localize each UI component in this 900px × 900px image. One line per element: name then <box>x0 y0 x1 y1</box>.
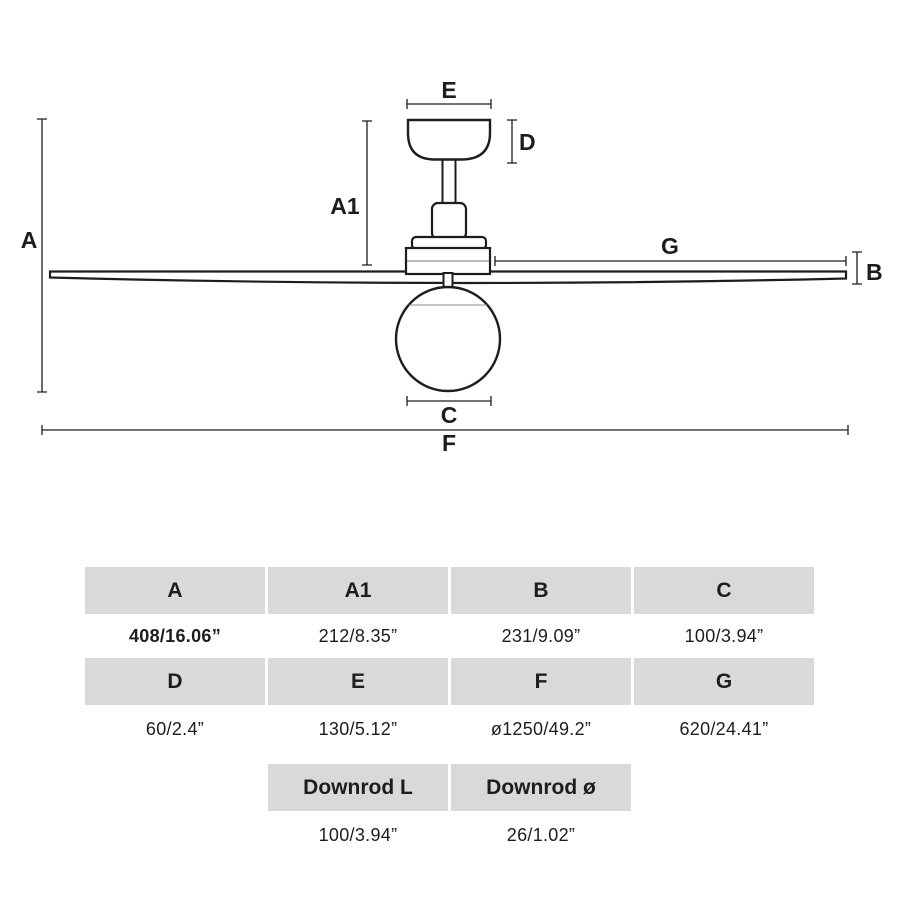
table-value-row-downrod: 100/3.94” 26/1.02” <box>268 813 631 857</box>
dimension-F-line <box>41 425 849 435</box>
dimension-E: E <box>406 77 492 109</box>
table-header-row-downrod: Downrod L Downrod ø <box>268 764 631 811</box>
table-value-row-1: 408/16.06” 212/8.35” 231/9.09” 100/3.94” <box>85 614 814 658</box>
dimension-G-line <box>494 256 847 266</box>
header-cell-C: C <box>634 567 814 614</box>
value-cell-B: 231/9.09” <box>501 625 581 646</box>
dimension-E-line <box>406 99 492 109</box>
header-cell-B: B <box>451 567 631 614</box>
dimension-A1-label: A1 <box>330 193 360 219</box>
dimension-B-label: B <box>866 259 883 285</box>
header-cell-G: G <box>634 658 814 705</box>
light-globe <box>394 285 502 393</box>
header-cell-E: E <box>268 658 448 705</box>
dimension-D: D <box>507 119 536 164</box>
value-cell-downrod-length: 100/3.94” <box>318 824 398 845</box>
header-cell-downrod-diameter: Downrod ø <box>451 764 631 811</box>
header-cell-D: D <box>85 658 265 705</box>
table-header-row-2: D E F G <box>85 658 814 705</box>
canopy <box>406 118 492 161</box>
dimension-C-label: C <box>441 402 458 428</box>
value-cell-downrod-diameter: 26/1.02” <box>506 824 576 845</box>
dimension-A-label: A <box>21 227 38 253</box>
dimension-A: A <box>21 118 47 393</box>
value-cell-A1: 212/8.35” <box>318 625 398 646</box>
dimension-B-line <box>852 251 862 285</box>
dimension-A1: A1 <box>330 120 372 266</box>
dimension-C-line <box>406 396 492 406</box>
dimension-A1-line <box>362 120 372 266</box>
table-header-row-1: A A1 B C <box>85 567 814 614</box>
dimension-E-label: E <box>441 77 456 103</box>
dimension-D-label: D <box>519 129 536 155</box>
dimension-B: B <box>852 251 883 285</box>
downrod-coupler <box>430 201 468 241</box>
value-cell-C: 100/3.94” <box>684 625 764 646</box>
dimension-A-line <box>37 118 47 393</box>
value-cell-F: ø1250/49.2” <box>490 718 592 739</box>
dimension-G: G <box>494 233 847 266</box>
dimension-G-label: G <box>661 233 679 259</box>
value-cell-A: 408/16.06” <box>128 625 222 646</box>
downrod <box>441 158 457 206</box>
header-cell-A1: A1 <box>268 567 448 614</box>
value-cell-G: 620/24.41” <box>679 718 769 739</box>
ceiling-fan-dimension-diagram: E D A A1 G B C <box>21 77 883 456</box>
dimension-F: F <box>41 425 849 456</box>
value-cell-D: 60/2.4” <box>145 718 205 739</box>
value-cell-E: 130/5.12” <box>318 718 398 739</box>
dimension-C: C <box>406 396 492 428</box>
header-cell-F: F <box>451 658 631 705</box>
dimension-D-line <box>507 119 517 164</box>
header-cell-downrod-length: Downrod L <box>268 764 448 811</box>
header-cell-A: A <box>85 567 265 614</box>
dimension-F-label: F <box>442 430 456 456</box>
table-value-row-2: 60/2.4” 130/5.12” ø1250/49.2” 620/24.41” <box>85 707 814 751</box>
